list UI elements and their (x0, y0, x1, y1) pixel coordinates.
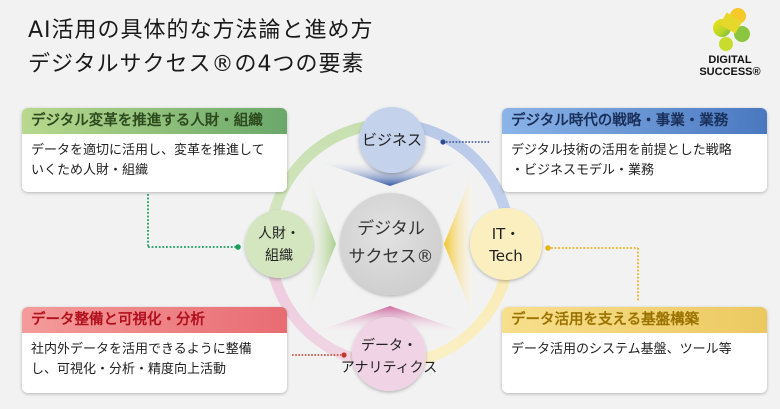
node-it-circle (470, 208, 542, 280)
node-data-label-2: アナリティクス (340, 360, 438, 376)
node-org-label-1: 人財・ (258, 226, 300, 242)
connector-org (147, 194, 241, 250)
card-business-header: デジタル時代の戦略・事業・業務 (502, 108, 767, 134)
card-business: デジタル時代の戦略・事業・業務 デジタル技術の活用を前提とした戦略 ・ビジネスモ… (502, 108, 767, 192)
node-data-label-1: データ・ (361, 338, 417, 354)
card-data: データ整備と可視化・分析 社内外データを活用できるように整備 し、可視化・分析・… (22, 307, 287, 393)
connector-business (440, 139, 490, 145)
node-org[interactable]: 人財・ 組織 (245, 222, 313, 268)
card-it-header: データ活用を支える基盤構築 (502, 307, 767, 333)
card-data-header: データ整備と可視化・分析 (22, 307, 287, 333)
node-org-circle (245, 210, 313, 278)
node-business-circle (359, 107, 425, 173)
page-title: AI活用の具体的な方法論と進め方 デジタルサクセス®の4つの要素 (28, 14, 374, 82)
center-label-1: デジタル (357, 219, 425, 239)
arrow-business-to-center (320, 162, 460, 186)
logo-text: DIGITAL SUCCESS® (699, 54, 761, 78)
title-line-1: AI活用の具体的な方法論と進め方 (28, 18, 374, 43)
card-data-body: 社内外データを活用できるように整備 し、可視化・分析・精度向上活動 (31, 342, 252, 377)
node-it[interactable]: IT・ Tech (470, 221, 542, 269)
connector-it (545, 245, 639, 302)
arrow-it-to-center (444, 174, 472, 314)
digital-success-logo-icon (713, 8, 750, 51)
card-it: データ活用を支える基盤構築 データ活用のシステム基盤、ツール等 (502, 307, 767, 393)
digital-success-logo: DIGITAL SUCCESS® (690, 6, 770, 84)
connector-data (292, 352, 347, 358)
center-node: デジタル サクセス® (340, 212, 442, 274)
card-org-body: データを適切に活用し、変革を推進して いくため人財・組織 (31, 143, 265, 178)
node-business-label: ビジネス (361, 131, 422, 149)
node-it-label-2: Tech (489, 247, 523, 265)
card-business-body: デジタル技術の活用を前提とした戦略 ・ビジネスモデル・業務 (511, 143, 732, 178)
center-circle (340, 193, 442, 295)
card-it-body: データ活用のシステム基盤、ツール等 (511, 342, 732, 357)
center-label-2: サクセス® (348, 247, 434, 267)
title-line-2: デジタルサクセス®の4つの要素 (28, 52, 365, 77)
node-it-label-1: IT・ (491, 225, 521, 243)
node-data[interactable]: データ・ アナリティクス (334, 334, 444, 380)
node-org-label-2: 組織 (265, 248, 293, 264)
node-data-circle (352, 317, 426, 391)
card-org: デジタル変革を推進する人財・組織 データを適切に活用し、変革を推進して いくため… (22, 108, 287, 192)
card-org-header: デジタル変革を推進する人財・組織 (22, 108, 287, 134)
node-business[interactable]: ビジネス (352, 120, 432, 160)
arrow-org-to-center (308, 174, 336, 314)
